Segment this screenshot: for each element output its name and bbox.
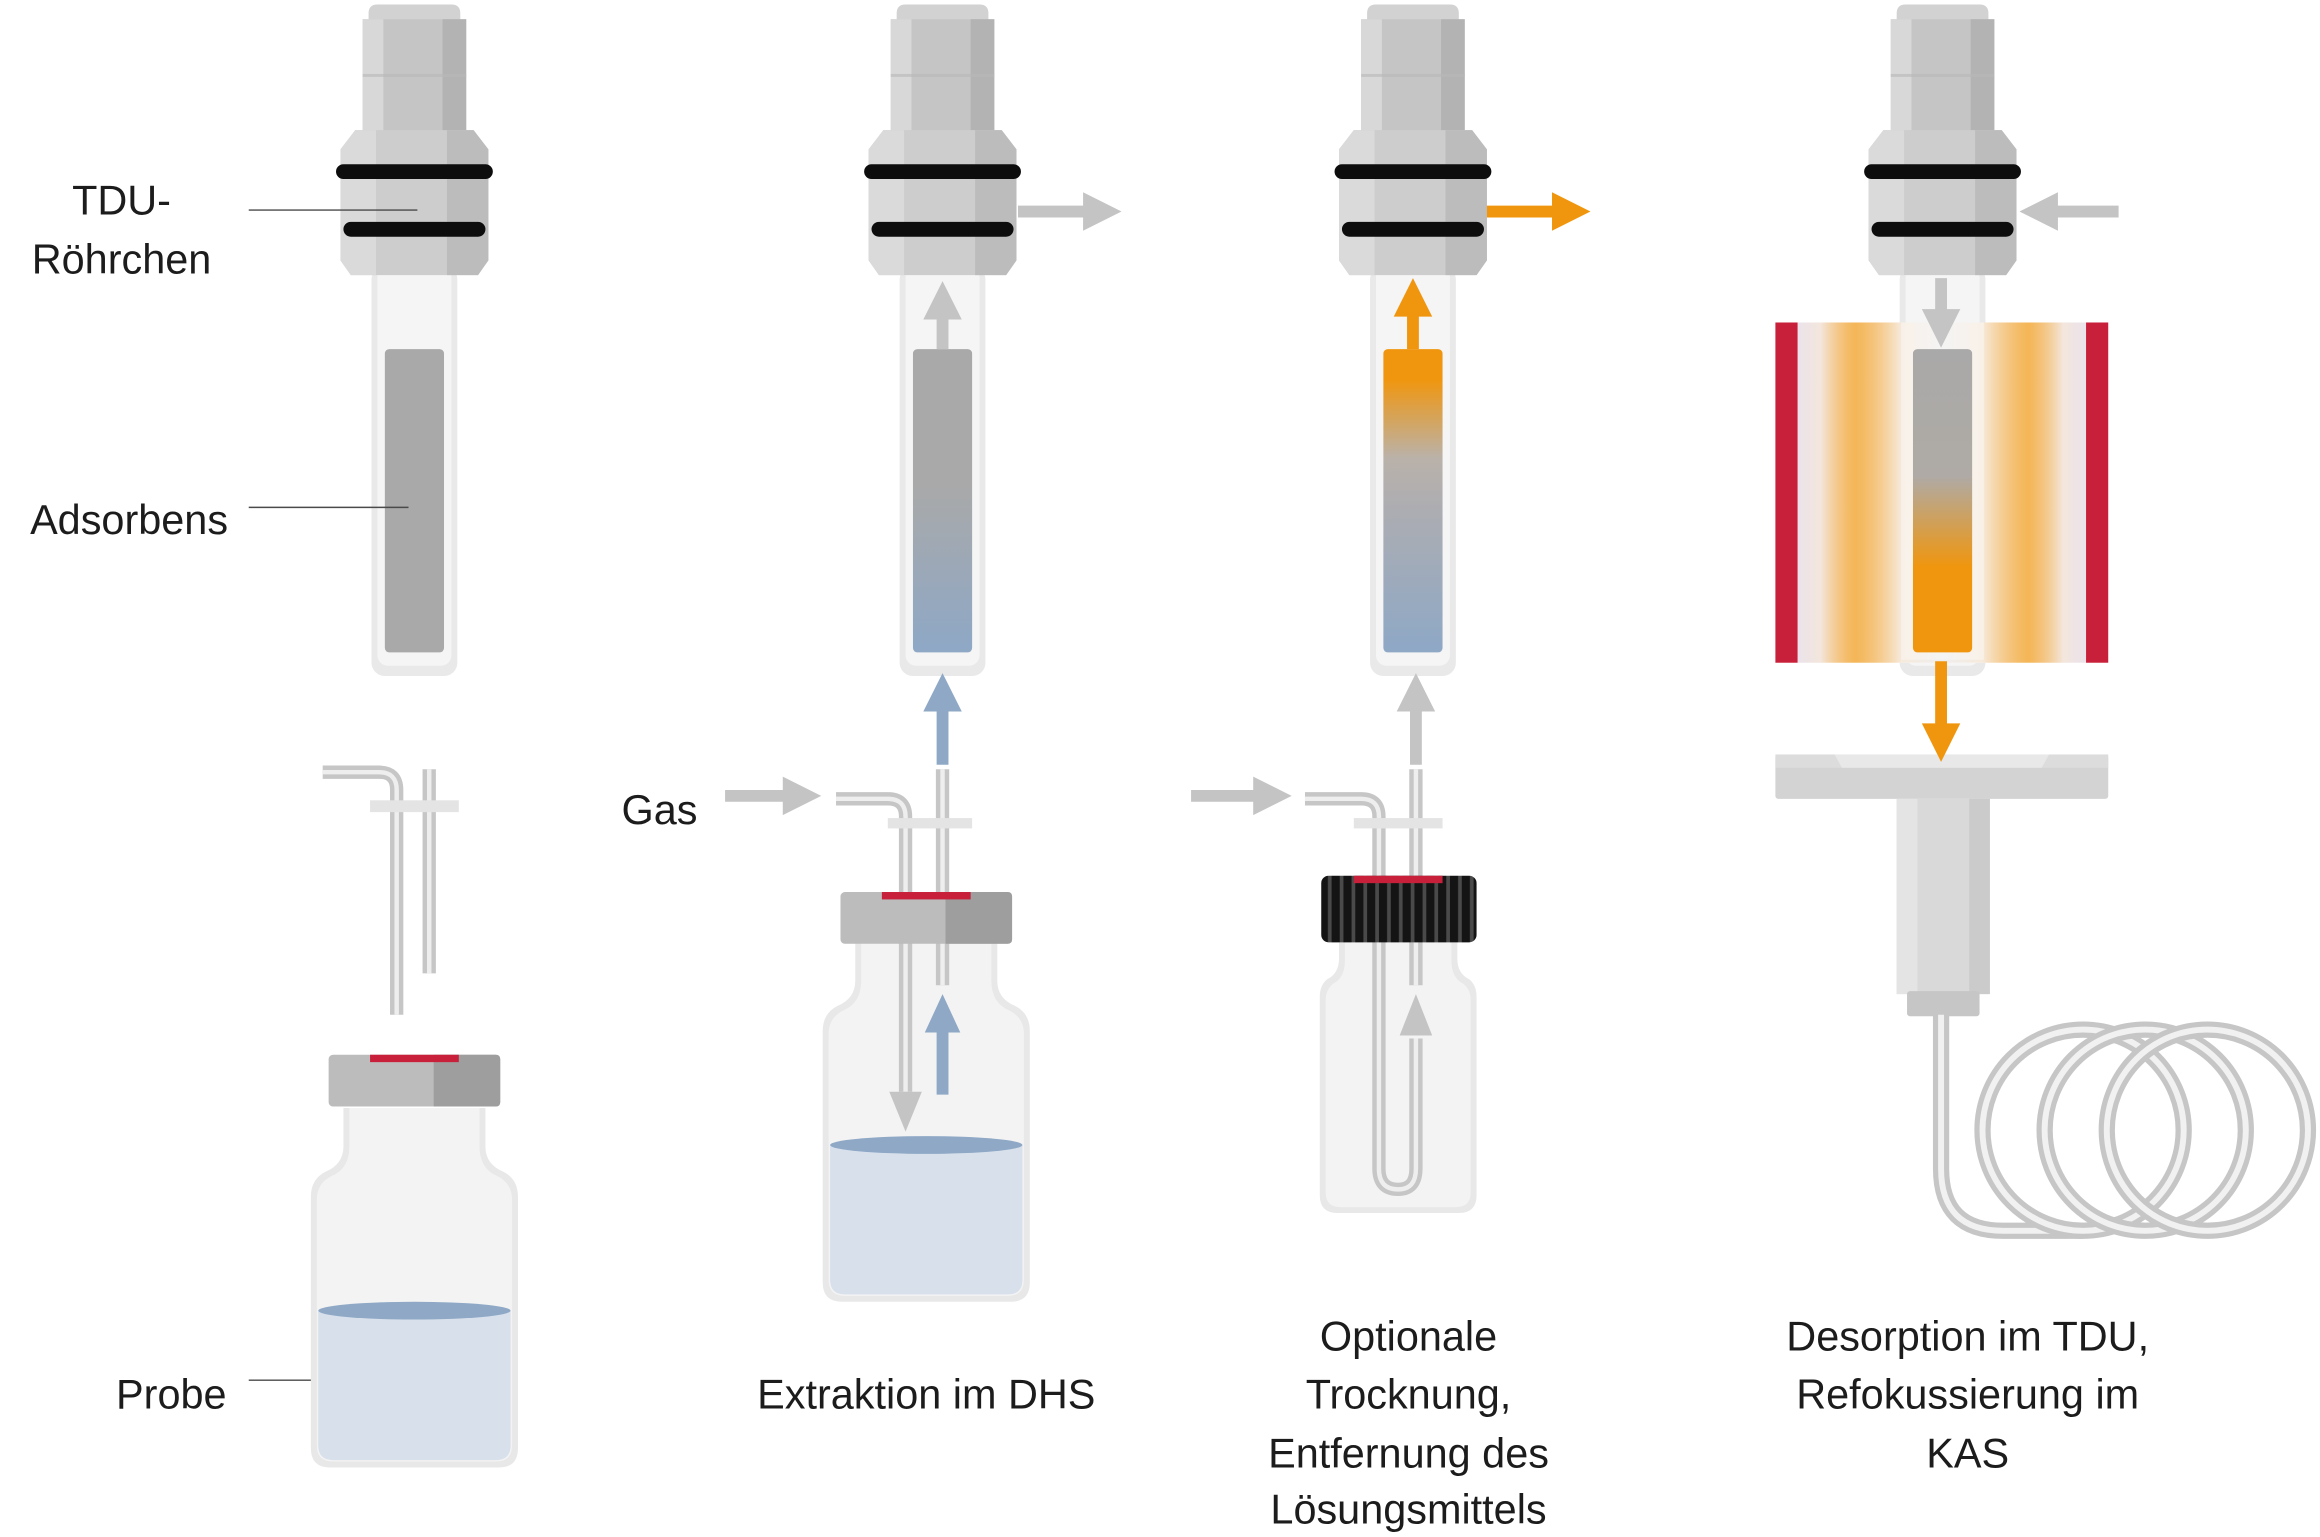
sample-vial <box>822 942 1030 1302</box>
step-caption-line: Optionale <box>1320 1314 1497 1360</box>
tdu-tube-label: TDU- Röhrchen <box>32 177 212 282</box>
step-caption-line: KAS <box>1926 1430 2009 1476</box>
gas-flow-down-arrow <box>889 1091 922 1132</box>
step-caption-line: Lösungsmittels <box>1270 1487 1546 1533</box>
gas-label: Gas <box>622 787 698 833</box>
gas-flow-up-arrow <box>1399 994 1433 1036</box>
sample-vial <box>310 1108 518 1468</box>
tdu-tube-head <box>1334 4 1492 276</box>
tdu-tube-head <box>1864 4 2021 276</box>
adsorbent-bed <box>384 349 445 653</box>
step-caption-line: Refokussierung im <box>1796 1371 2139 1417</box>
column-components: TDU- Röhrchen Adsorbens Probe <box>30 4 518 1468</box>
dhs-needles <box>322 765 459 1015</box>
ribbed-vial-cap <box>1321 875 1477 943</box>
step-caption-drying: Optionale Trocknung, Entfernung des Lösu… <box>1268 1314 1549 1533</box>
adsorbent-bed-desorbing <box>1912 349 1973 653</box>
kas-inlet <box>1775 754 2109 1017</box>
heater-wall-right <box>2086 322 2109 663</box>
step-caption-line: Desorption im TDU, <box>1786 1314 2149 1360</box>
needle-holder <box>1353 818 1443 829</box>
sample-label: Probe <box>116 1371 226 1417</box>
gas-outlet-arrow <box>1017 192 1122 231</box>
adsorbent-bed-drying <box>1383 349 1443 653</box>
septum <box>1353 875 1443 884</box>
gc-column-coil <box>1932 1014 2317 1239</box>
gas-inlet-arrow <box>1191 776 1292 816</box>
desorbed-analyte-arrow <box>1921 661 1961 762</box>
needle-holder <box>887 818 973 829</box>
needle-holder <box>370 800 459 813</box>
carrier-gas-down-arrow <box>1921 278 1961 348</box>
gas-transfer-arrow <box>1396 673 1436 765</box>
step-caption-desorption: Desorption im TDU, Refokussierung im KAS <box>1786 1314 2149 1477</box>
tdu-tube-head <box>864 4 1021 276</box>
empty-vial <box>1319 942 1477 1214</box>
tdu-tube-head <box>336 4 493 276</box>
heater-wall-left <box>1775 322 1798 663</box>
adsorbent-label: Adsorbens <box>30 497 228 543</box>
tdu-tube-label-line: TDU- <box>72 177 171 223</box>
dhs-needles <box>836 769 973 1092</box>
solvent-outlet-arrow <box>1486 192 1591 231</box>
analyte-flow-up-arrow <box>924 994 961 1095</box>
analyte-transfer-arrow <box>923 673 962 765</box>
column-extraction: Gas Extraktion im DHS <box>622 4 1122 1417</box>
vial-cap <box>328 1054 501 1107</box>
step-caption-extraction: Extraktion im DHS <box>757 1371 1095 1417</box>
carrier-gas-inlet-arrow <box>2019 192 2119 231</box>
gas-inlet-arrow <box>725 776 822 816</box>
solvent-flow-arrow <box>1393 278 1433 350</box>
gas-flow-through-tube-arrow <box>923 281 962 350</box>
column-desorption: Desorption im TDU, Refokussierung im KAS <box>1775 4 2317 1477</box>
adsorbent-bed-loaded <box>912 349 973 653</box>
u-tube-needle <box>1304 769 1443 1197</box>
vial-cap <box>840 892 1013 944</box>
step-caption-line: Trocknung, <box>1306 1371 1512 1417</box>
tdu-tube-label-line: Röhrchen <box>32 237 212 283</box>
step-caption-line: Entfernung des <box>1268 1430 1549 1476</box>
column-drying: Optionale Trocknung, Entfernung des Lösu… <box>1191 4 1591 1533</box>
